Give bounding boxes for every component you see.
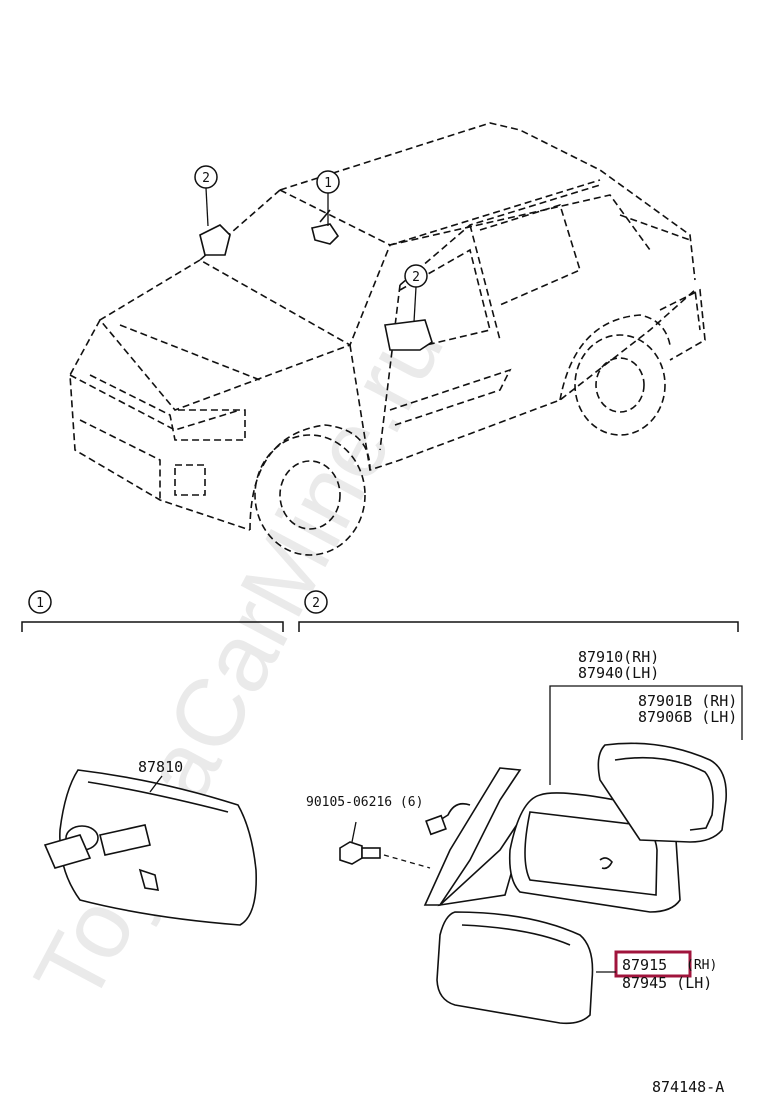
label-mirror-cover: 87915 (RH) 87945 (LH) [596, 950, 717, 992]
label-mirror-glass: 87901B (RH) 87906B (LH) [638, 692, 737, 726]
svg-text:1: 1 [36, 596, 44, 611]
figure-id: 874148-A [652, 1078, 724, 1096]
section-2-header: 2 [298, 590, 739, 632]
svg-text:87940(LH): 87940(LH) [578, 664, 659, 682]
label-mirror-assy: 87910(RH) 87940(LH) [549, 648, 743, 785]
mirror-cover [436, 911, 594, 1025]
vehicle-mirrors [199, 209, 433, 351]
callout-2-car-left: 2 [194, 165, 218, 227]
svg-text:2: 2 [412, 270, 420, 285]
callout-2-car-right: 2 [404, 264, 428, 323]
svg-text:2: 2 [202, 171, 210, 186]
svg-text:2: 2 [312, 596, 320, 611]
mirror-glass [597, 742, 727, 843]
callout-1-car: 1 [316, 170, 340, 226]
vehicle-illustration [69, 122, 706, 556]
svg-text:(RH): (RH) [686, 958, 717, 973]
svg-text:87945 (LH): 87945 (LH) [622, 974, 712, 992]
label-bolt: 90105-06216 (6) [306, 795, 423, 810]
label-87810: 87810 [138, 758, 183, 793]
highlight-box [614, 950, 692, 978]
section-1-header: 1 [21, 590, 284, 632]
bolt [339, 821, 431, 869]
svg-text:87901B (RH): 87901B (RH) [638, 692, 737, 710]
cover-rh-code: 87915 [622, 956, 667, 974]
svg-text:87906B (LH): 87906B (LH) [638, 708, 737, 726]
svg-text:1: 1 [324, 176, 332, 191]
svg-text:87810: 87810 [138, 758, 183, 776]
svg-text:90105-06216 (6): 90105-06216 (6) [306, 795, 423, 810]
inner-rear-view-mirror [43, 769, 257, 926]
svg-text:87910(RH): 87910(RH) [578, 648, 659, 666]
